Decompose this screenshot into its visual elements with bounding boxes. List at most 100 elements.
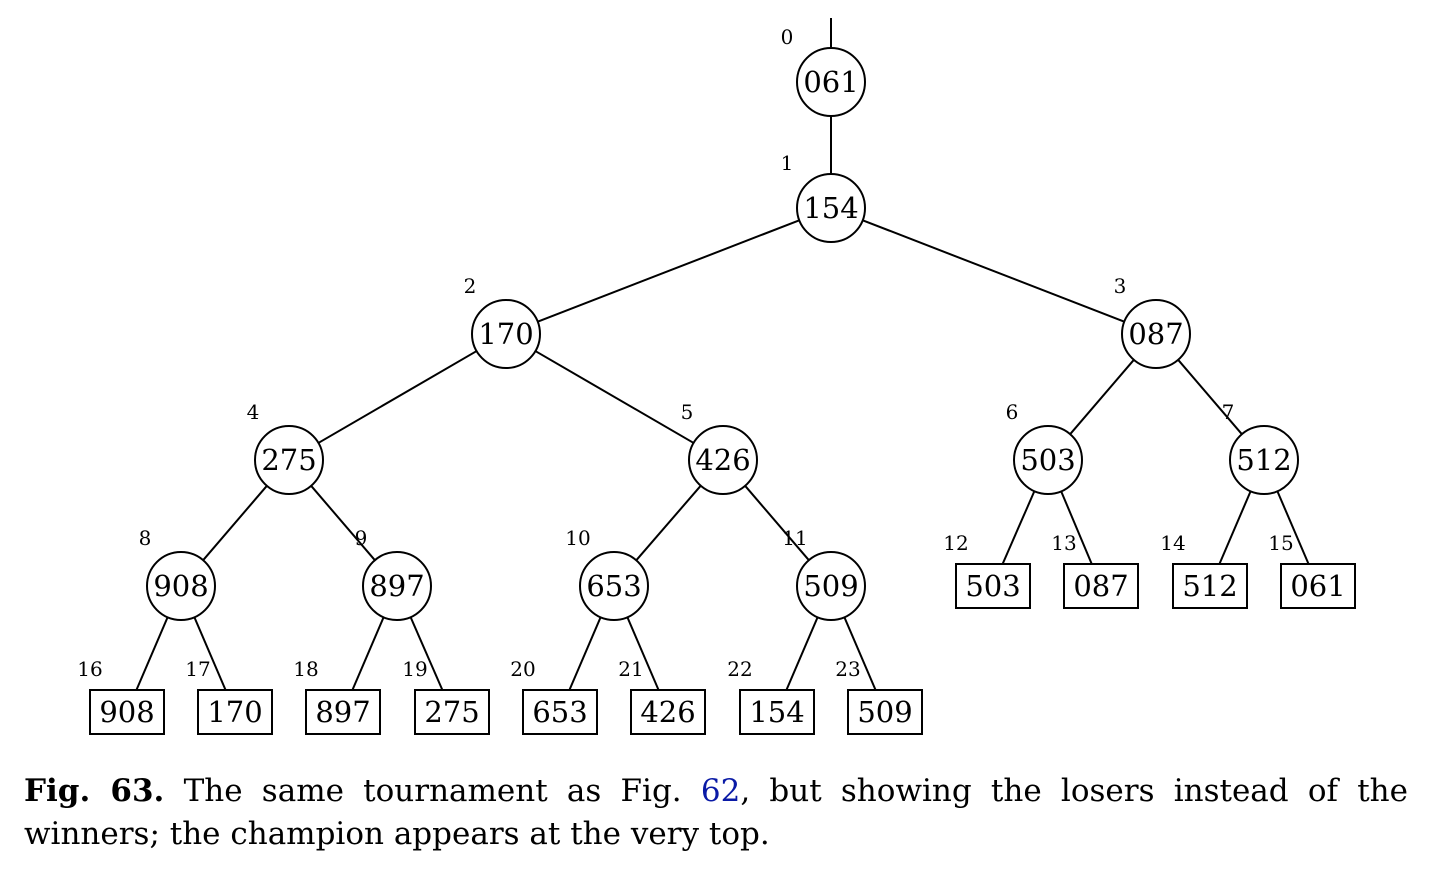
node-box [89, 689, 165, 735]
edge-5-10 [635, 485, 702, 561]
node-value: 908 [153, 569, 208, 603]
node-index-label: 21 [618, 657, 643, 681]
node-value: 897 [369, 569, 424, 603]
node-box [522, 689, 598, 735]
caption-text-before-ref: The same tournament as Fig. [164, 773, 701, 809]
node-index-label: 8 [139, 526, 152, 550]
edge-6-12 [1001, 490, 1036, 565]
tree-edges [135, 18, 1310, 691]
node-index-label: 13 [1051, 531, 1076, 555]
node-index-label: 19 [402, 657, 427, 681]
node-value: 275 [424, 695, 479, 729]
node-value: 897 [315, 695, 370, 729]
external-node-13: 087 13 [1051, 531, 1139, 609]
external-node-21: 426 21 [618, 657, 706, 735]
node-box [630, 689, 706, 735]
node-index-label: 1 [781, 151, 794, 175]
edge-10-20 [568, 616, 602, 691]
caption-figure-link[interactable]: 62 [700, 773, 741, 809]
node-circle [796, 173, 866, 243]
node-index-label: 11 [782, 526, 807, 550]
edge-7-14 [1218, 490, 1252, 565]
node-index-label: 18 [293, 657, 318, 681]
node-value: 087 [1073, 569, 1128, 603]
node-box [847, 689, 923, 735]
edge-9-19 [409, 616, 444, 691]
node-index-label: 16 [77, 657, 102, 681]
node-index-label: 22 [727, 657, 752, 681]
edge-11-22 [785, 616, 819, 691]
external-node-18: 897 18 [293, 657, 381, 735]
node-value: 275 [261, 443, 316, 477]
node-value: 061 [1290, 569, 1345, 603]
node-index-label: 0 [781, 25, 794, 49]
node-value: 154 [803, 191, 858, 225]
node-value: 426 [695, 443, 750, 477]
node-index-label: 10 [565, 526, 590, 550]
node-circle [146, 551, 216, 621]
caption-text-after-ref: , but showing the losers instead of the … [24, 773, 1408, 852]
external-node-19: 275 19 [402, 657, 490, 735]
node-value: 509 [803, 569, 858, 603]
node-circle [471, 299, 541, 369]
node-circle [579, 551, 649, 621]
node-index-label: 17 [185, 657, 210, 681]
node-index-label: 3 [1114, 274, 1127, 298]
caption-label: Fig. 63. [24, 773, 165, 809]
node-index-label: 23 [835, 657, 860, 681]
edge-3-6 [1069, 359, 1135, 435]
tree-nodes: 0610154117020873275442655036512790888979… [77, 25, 1356, 735]
internal-node-0: 061 0 [781, 25, 866, 117]
node-box [739, 689, 815, 735]
figure-caption: Fig. 63. The same tournament as Fig. 62,… [24, 770, 1408, 856]
edge-6-13 [1060, 490, 1093, 565]
node-box [1172, 563, 1248, 609]
external-node-22: 154 22 [727, 657, 815, 735]
node-circle [1121, 299, 1191, 369]
node-box [197, 689, 273, 735]
tournament-tree-diagram: 0610154117020873275442655036512790888979… [77, 18, 1356, 735]
node-value: 154 [749, 695, 804, 729]
edge-3-7 [1177, 359, 1243, 435]
node-value: 503 [1020, 443, 1075, 477]
node-circle [796, 551, 866, 621]
node-value: 061 [803, 65, 858, 99]
node-index-label: 7 [1222, 400, 1235, 424]
node-index-label: 9 [355, 526, 368, 550]
node-circle [796, 47, 866, 117]
node-index-label: 15 [1268, 531, 1293, 555]
node-value: 170 [207, 695, 262, 729]
node-box [1063, 563, 1139, 609]
node-index-label: 2 [464, 274, 477, 298]
edge-5-11 [744, 485, 810, 561]
edge-2-5 [534, 350, 695, 444]
node-index-label: 20 [510, 657, 535, 681]
node-circle [254, 425, 324, 495]
node-box [414, 689, 490, 735]
node-index-label: 4 [247, 400, 260, 424]
external-node-17: 170 17 [185, 657, 273, 735]
node-box [305, 689, 381, 735]
edge-9-18 [351, 616, 385, 691]
edge-1-3 [862, 219, 1125, 323]
edge-11-23 [843, 616, 877, 691]
node-value: 426 [640, 695, 695, 729]
edge-7-15 [1276, 490, 1310, 565]
node-value: 503 [965, 569, 1020, 603]
edge-8-17 [193, 616, 227, 691]
node-box [1280, 563, 1356, 609]
